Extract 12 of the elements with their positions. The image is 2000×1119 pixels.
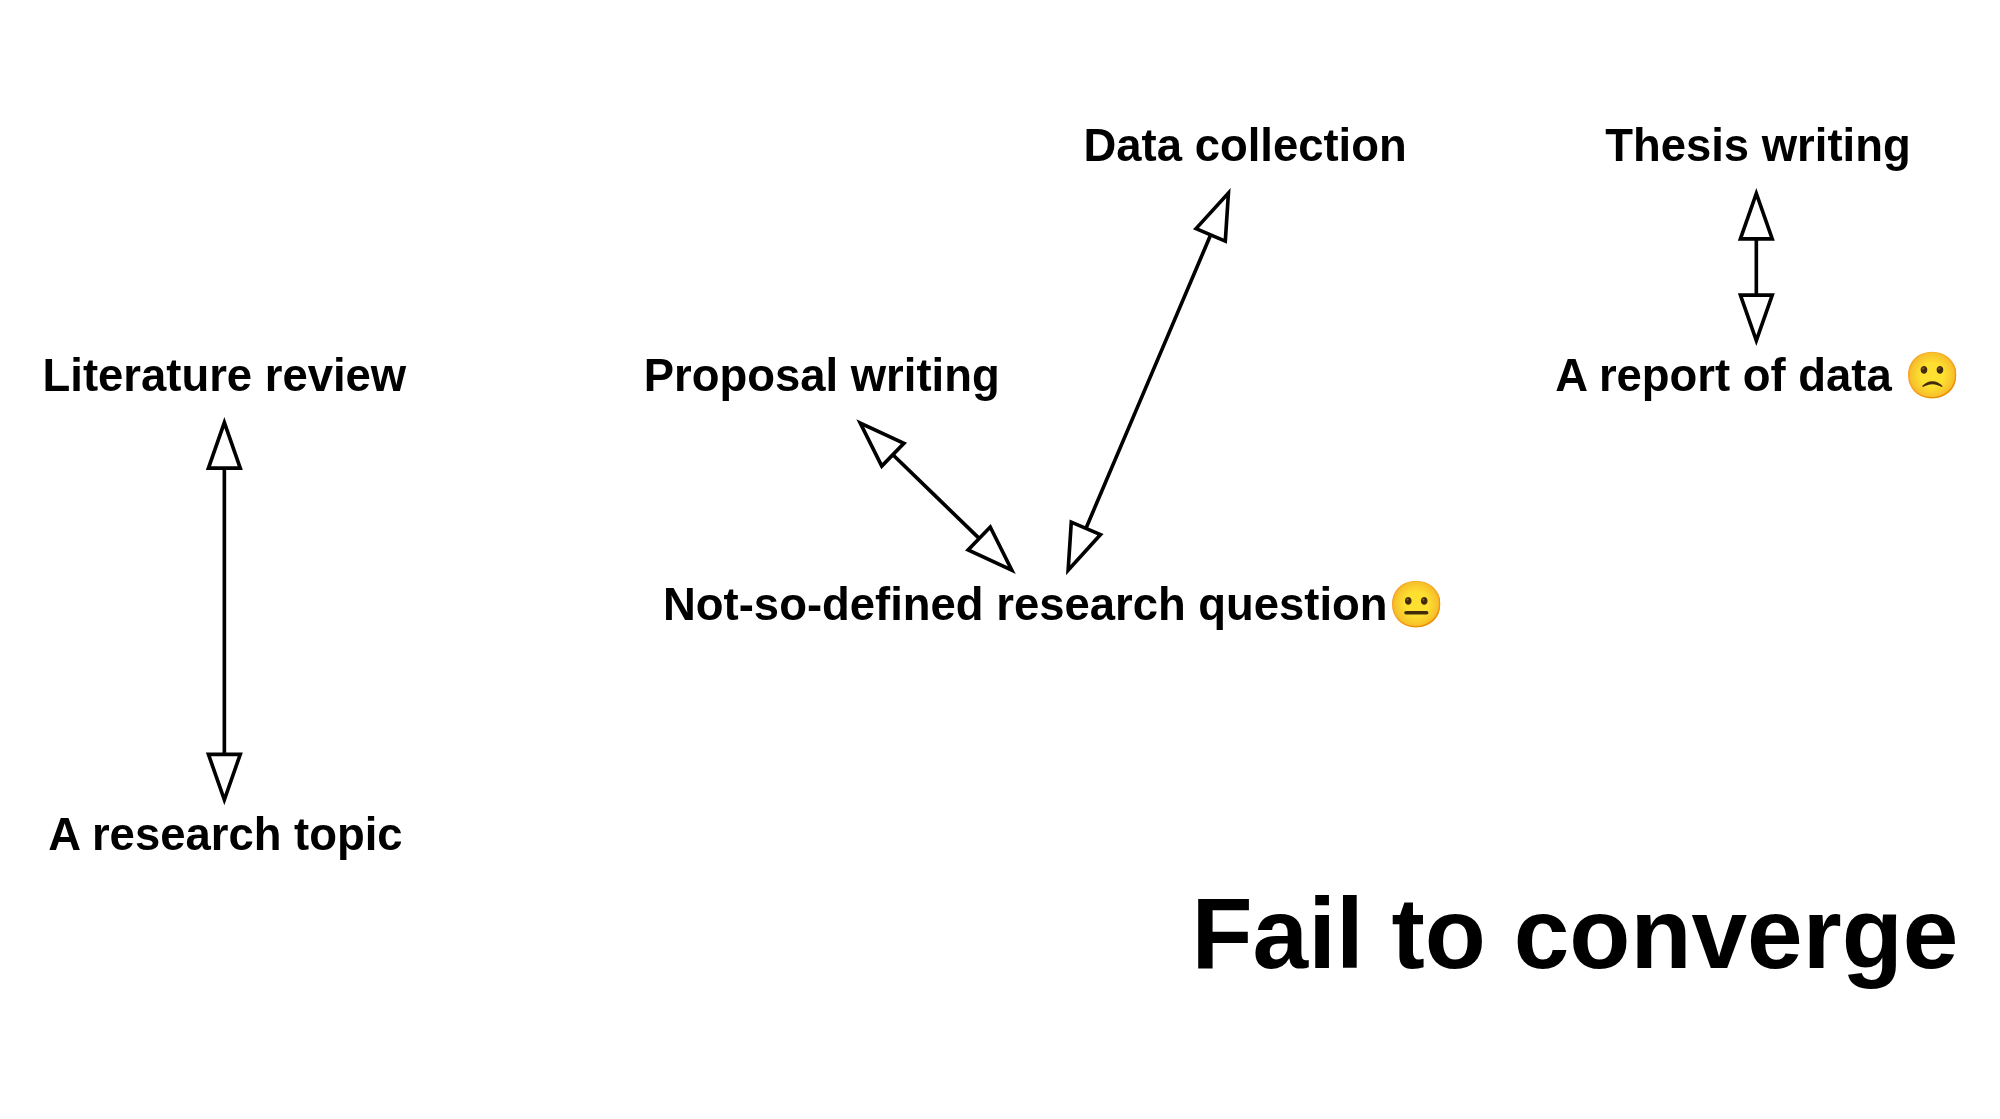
diagram-title: Fail to converge: [1191, 876, 1959, 989]
arrow: [1066, 187, 1231, 575]
node-text: Data collection: [1083, 119, 1407, 171]
arrow: [1737, 187, 1775, 346]
node-text: A report of data 🙁: [1555, 349, 1962, 401]
node-text: Literature review: [42, 349, 407, 401]
node-text: A research topic: [48, 808, 403, 860]
node-text: Thesis writing: [1605, 119, 1911, 171]
arrow: [205, 416, 243, 805]
node-text: Not-so-defined research question😐: [663, 578, 1445, 630]
node-text: Proposal writing: [643, 349, 1000, 401]
arrow: [856, 418, 1016, 574]
